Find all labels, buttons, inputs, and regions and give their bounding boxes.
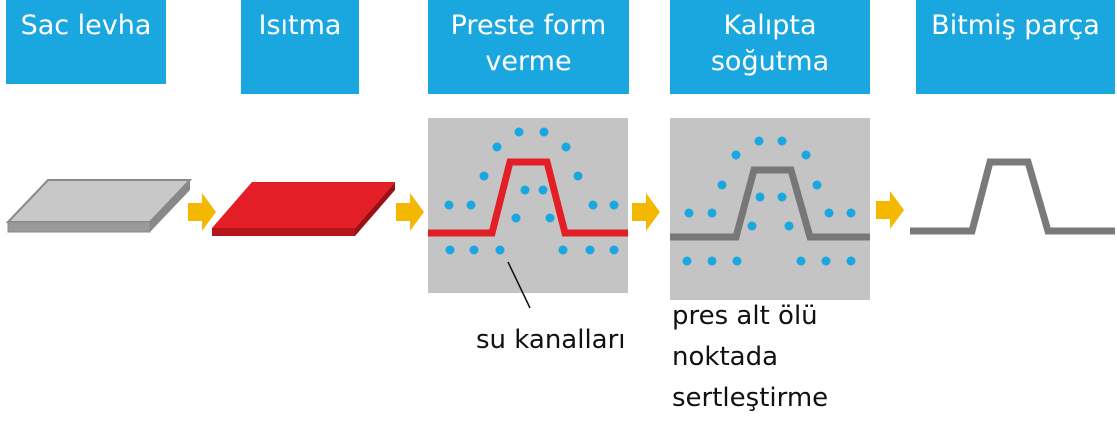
water-channels-label: su kanalları [476, 325, 626, 355]
step-label-blank: Sac levha [6, 0, 166, 84]
finished-part-profile [910, 158, 1115, 235]
hardening-note: pres alt ölü noktada sertleştirme [672, 296, 872, 419]
arrow-icon [396, 193, 424, 231]
step-label-heating: Isıtma [241, 0, 359, 94]
step-label-finished-part: Bitmiş parça [916, 0, 1115, 94]
arrow-icon [632, 193, 660, 231]
hardening-note-line: pres alt ölü [672, 301, 818, 331]
sheet-blank [5, 179, 193, 233]
hardening-note-line: sertleştirme [672, 383, 829, 413]
step-label-press-forming: Preste form verme [428, 0, 629, 94]
heated-sheet [212, 182, 395, 236]
leader-line [507, 261, 531, 309]
arrow-icon [876, 191, 904, 229]
water-channels [444, 127, 619, 255]
water-channels [682, 136, 856, 266]
hardening-note-line: noktada [672, 342, 779, 372]
step-label-die-cooling: Kalıpta soğutma [670, 0, 870, 94]
arrow-icon [188, 193, 216, 231]
die-cooling [670, 118, 870, 300]
press-forming-die [428, 118, 628, 309]
